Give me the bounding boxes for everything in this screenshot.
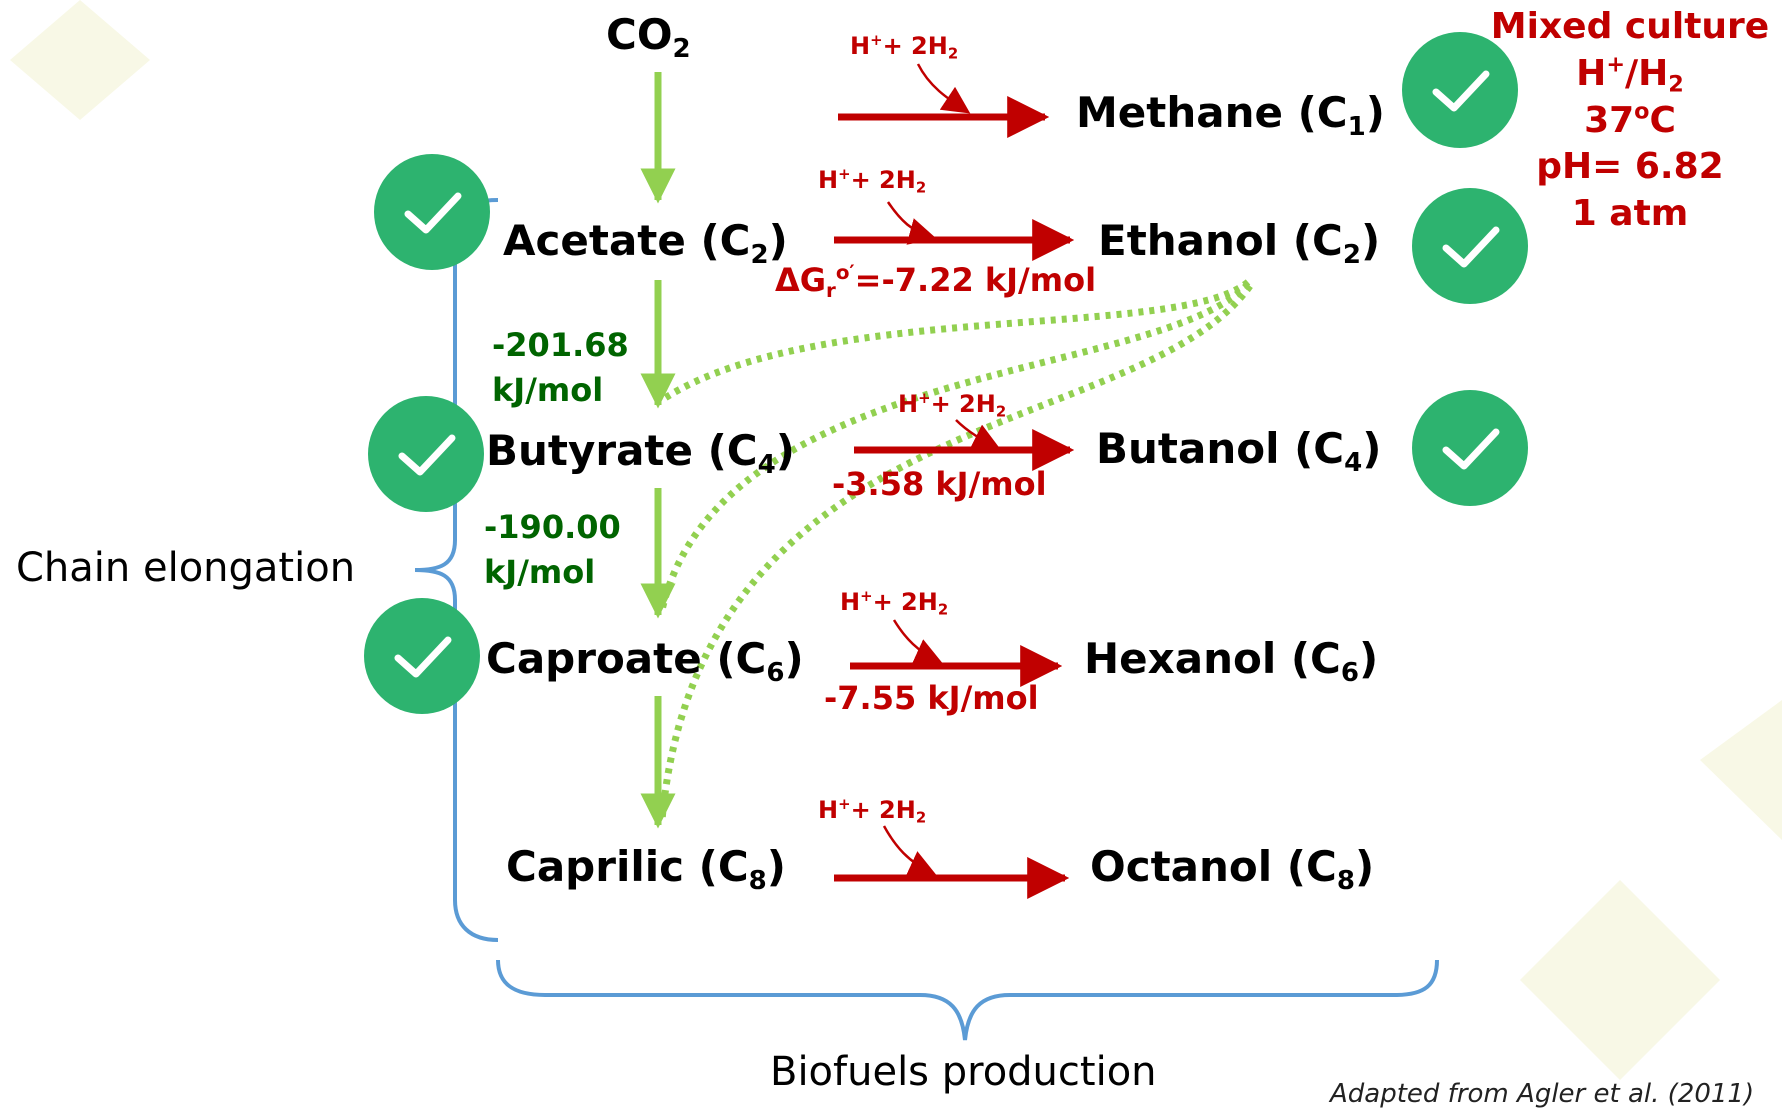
reactant-label-octanol: H++ 2H2 <box>818 795 927 827</box>
ethanol-feed-curves <box>658 279 1253 821</box>
check-circle-icon <box>1412 188 1528 304</box>
chain-elongation-label: Chain elongation <box>16 545 356 591</box>
check-circle-icon <box>374 154 490 270</box>
energy-hexanol: -7.55 kJ/mol <box>824 679 1039 717</box>
reactant-label-butanol: H++ 2H2 <box>898 389 1007 421</box>
background-decoration <box>10 0 1782 1080</box>
reactant-arrows <box>882 63 1001 877</box>
hexanol-label: Hexanol (C6) <box>1084 634 1379 688</box>
citation: Adapted from Agler et al. (2011) <box>1330 1079 1755 1109</box>
reactant-label-hexanol: H++ 2H2 <box>840 587 949 619</box>
check-circle-icon <box>368 396 484 512</box>
biofuels-brace <box>496 959 1439 1041</box>
energy-ethanol: ΔGro′=-7.22 kJ/mol <box>775 261 1097 302</box>
acetate-label: Acetate (C2) <box>503 216 788 270</box>
energy-butyrate-to-caproate: -190.00 kJ/mol <box>484 508 621 591</box>
reactant-label-methane: H++ 2H2 <box>850 31 959 63</box>
caprilic-label: Caprilic (C8) <box>506 842 786 896</box>
energy-acetate-to-butyrate: -201.68 kJ/mol <box>492 326 629 409</box>
check-circle-icon <box>1412 390 1528 506</box>
biofuels-production-label: Biofuels production <box>770 1049 1157 1095</box>
energy-butanol: -3.58 kJ/mol <box>832 465 1047 503</box>
co2-label: CO2 <box>606 10 691 64</box>
product-arrows <box>834 96 1075 899</box>
reactant-label-ethanol: H++ 2H2 <box>818 165 927 197</box>
check-circle-icon <box>1402 32 1518 148</box>
butyrate-label: Butyrate (C4) <box>486 426 795 480</box>
butanol-label: Butanol (C4) <box>1096 424 1382 478</box>
ethanol-label: Ethanol (C2) <box>1098 216 1381 270</box>
octanol-label: Octanol (C8) <box>1090 842 1375 896</box>
check-circle-icon <box>364 598 480 714</box>
culture-conditions: Mixed culture H+/H2 37oC pH= 6.82 1 atm <box>1490 6 1770 235</box>
caproate-label: Caproate (C6) <box>486 634 804 688</box>
methane-label: Methane (C1) <box>1076 88 1385 142</box>
